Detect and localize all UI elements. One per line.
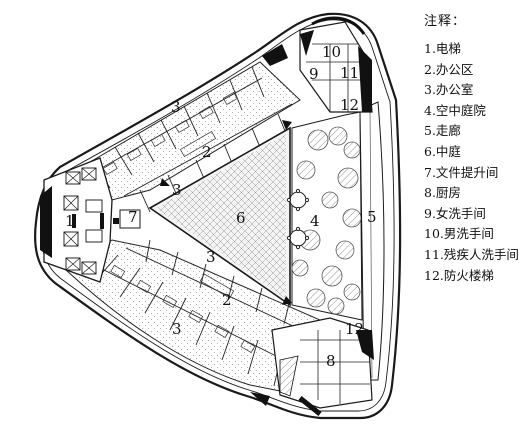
label-document-lift: 7	[128, 208, 138, 226]
elevator-core	[43, 157, 113, 283]
facade-solid-wall	[40, 186, 52, 258]
label-fire-stair-bottom: 12	[345, 320, 364, 338]
core-column	[100, 213, 104, 229]
label-elevator: 1	[65, 212, 75, 230]
bottom-core	[271, 317, 373, 409]
sky-garden-trees	[291, 126, 362, 315]
label-offices-lower-outer: 3	[172, 320, 182, 338]
atrium-corner-mark	[282, 296, 292, 305]
legend-item-fire-stair: 12.防火楼梯	[424, 267, 494, 283]
label-corridor: 5	[367, 208, 377, 226]
bottom-core-shear-wall	[356, 330, 374, 360]
label-womens-wc: 9	[309, 65, 319, 83]
floor-plan: 1 2 2 3 3 3 3 4 5 6 7 8 9 10 11 12 12	[34, 12, 402, 420]
lower-room-partitions	[95, 239, 311, 387]
label-sky-garden: 4	[310, 212, 320, 230]
legend-title: 注释：	[424, 14, 467, 29]
plan-number-labels: 1 2 2 3 3 3 3 4 5 6 7 8 9 10 11 12 12	[65, 43, 377, 370]
label-atrium: 6	[236, 209, 246, 227]
label-accessible-wc: 11	[340, 64, 359, 82]
label-mens-wc: 10	[322, 43, 341, 61]
corridor-strip	[359, 101, 385, 381]
legend-item-elevator: 1.电梯	[424, 41, 461, 56]
legend-item-accessible-wc: 11.残疾人洗手间	[424, 246, 519, 262]
facade-solid-wall	[250, 392, 270, 406]
core-column	[72, 214, 76, 228]
legend-item-sky-garden: 4.空中庭院	[424, 102, 486, 118]
legend-item-mens-wc: 10.男洗手间	[424, 226, 494, 242]
atrium-grid	[156, 134, 286, 299]
bottom-roof-curve	[298, 396, 322, 416]
bottom-core-rooms	[300, 330, 370, 404]
kitchen-counter	[279, 355, 299, 397]
document-lift	[119, 209, 141, 229]
label-kitchen: 8	[326, 352, 336, 370]
label-office-area-upper: 2	[202, 143, 212, 161]
label-office-area-lower: 2	[222, 291, 232, 309]
elevator-cross-marks	[63, 167, 97, 275]
legend-item-office-area: 2.办公区	[424, 61, 474, 77]
label-fire-stair-top: 12	[340, 96, 359, 114]
label-offices-upper-outer: 3	[171, 98, 181, 116]
label-offices-upper-inner: 3	[172, 181, 182, 199]
desk-furniture	[102, 91, 256, 353]
legend-item-atrium: 6.中庭	[424, 143, 461, 159]
round-tables	[286, 188, 310, 250]
top-core-shear-wall	[358, 46, 372, 112]
atrium-corner-mark	[282, 120, 292, 130]
legend-item-womens-wc: 9.女洗手间	[424, 205, 486, 221]
inner-envelope	[41, 19, 395, 412]
legend-item-corridor: 5.走廊	[424, 123, 461, 139]
legend-item-kitchen: 8.厨房	[424, 185, 461, 201]
upper-room-partitions	[91, 66, 293, 213]
top-core-shear-wall	[300, 30, 314, 56]
top-roof-curve	[311, 16, 366, 35]
document-lift-shaft	[113, 218, 119, 224]
facade-solid-wall	[262, 44, 288, 66]
legend-item-document-lift: 7.文件提升间	[424, 164, 499, 180]
legend: 注释： 1.电梯 2.办公区 3.办公室 4.空中庭院 5.走廊 6.中庭 7.…	[424, 10, 528, 286]
label-offices-lower-inner: 3	[206, 248, 216, 266]
legend-item-offices: 3.办公室	[424, 82, 474, 98]
atrium-corner-mark	[160, 178, 170, 186]
